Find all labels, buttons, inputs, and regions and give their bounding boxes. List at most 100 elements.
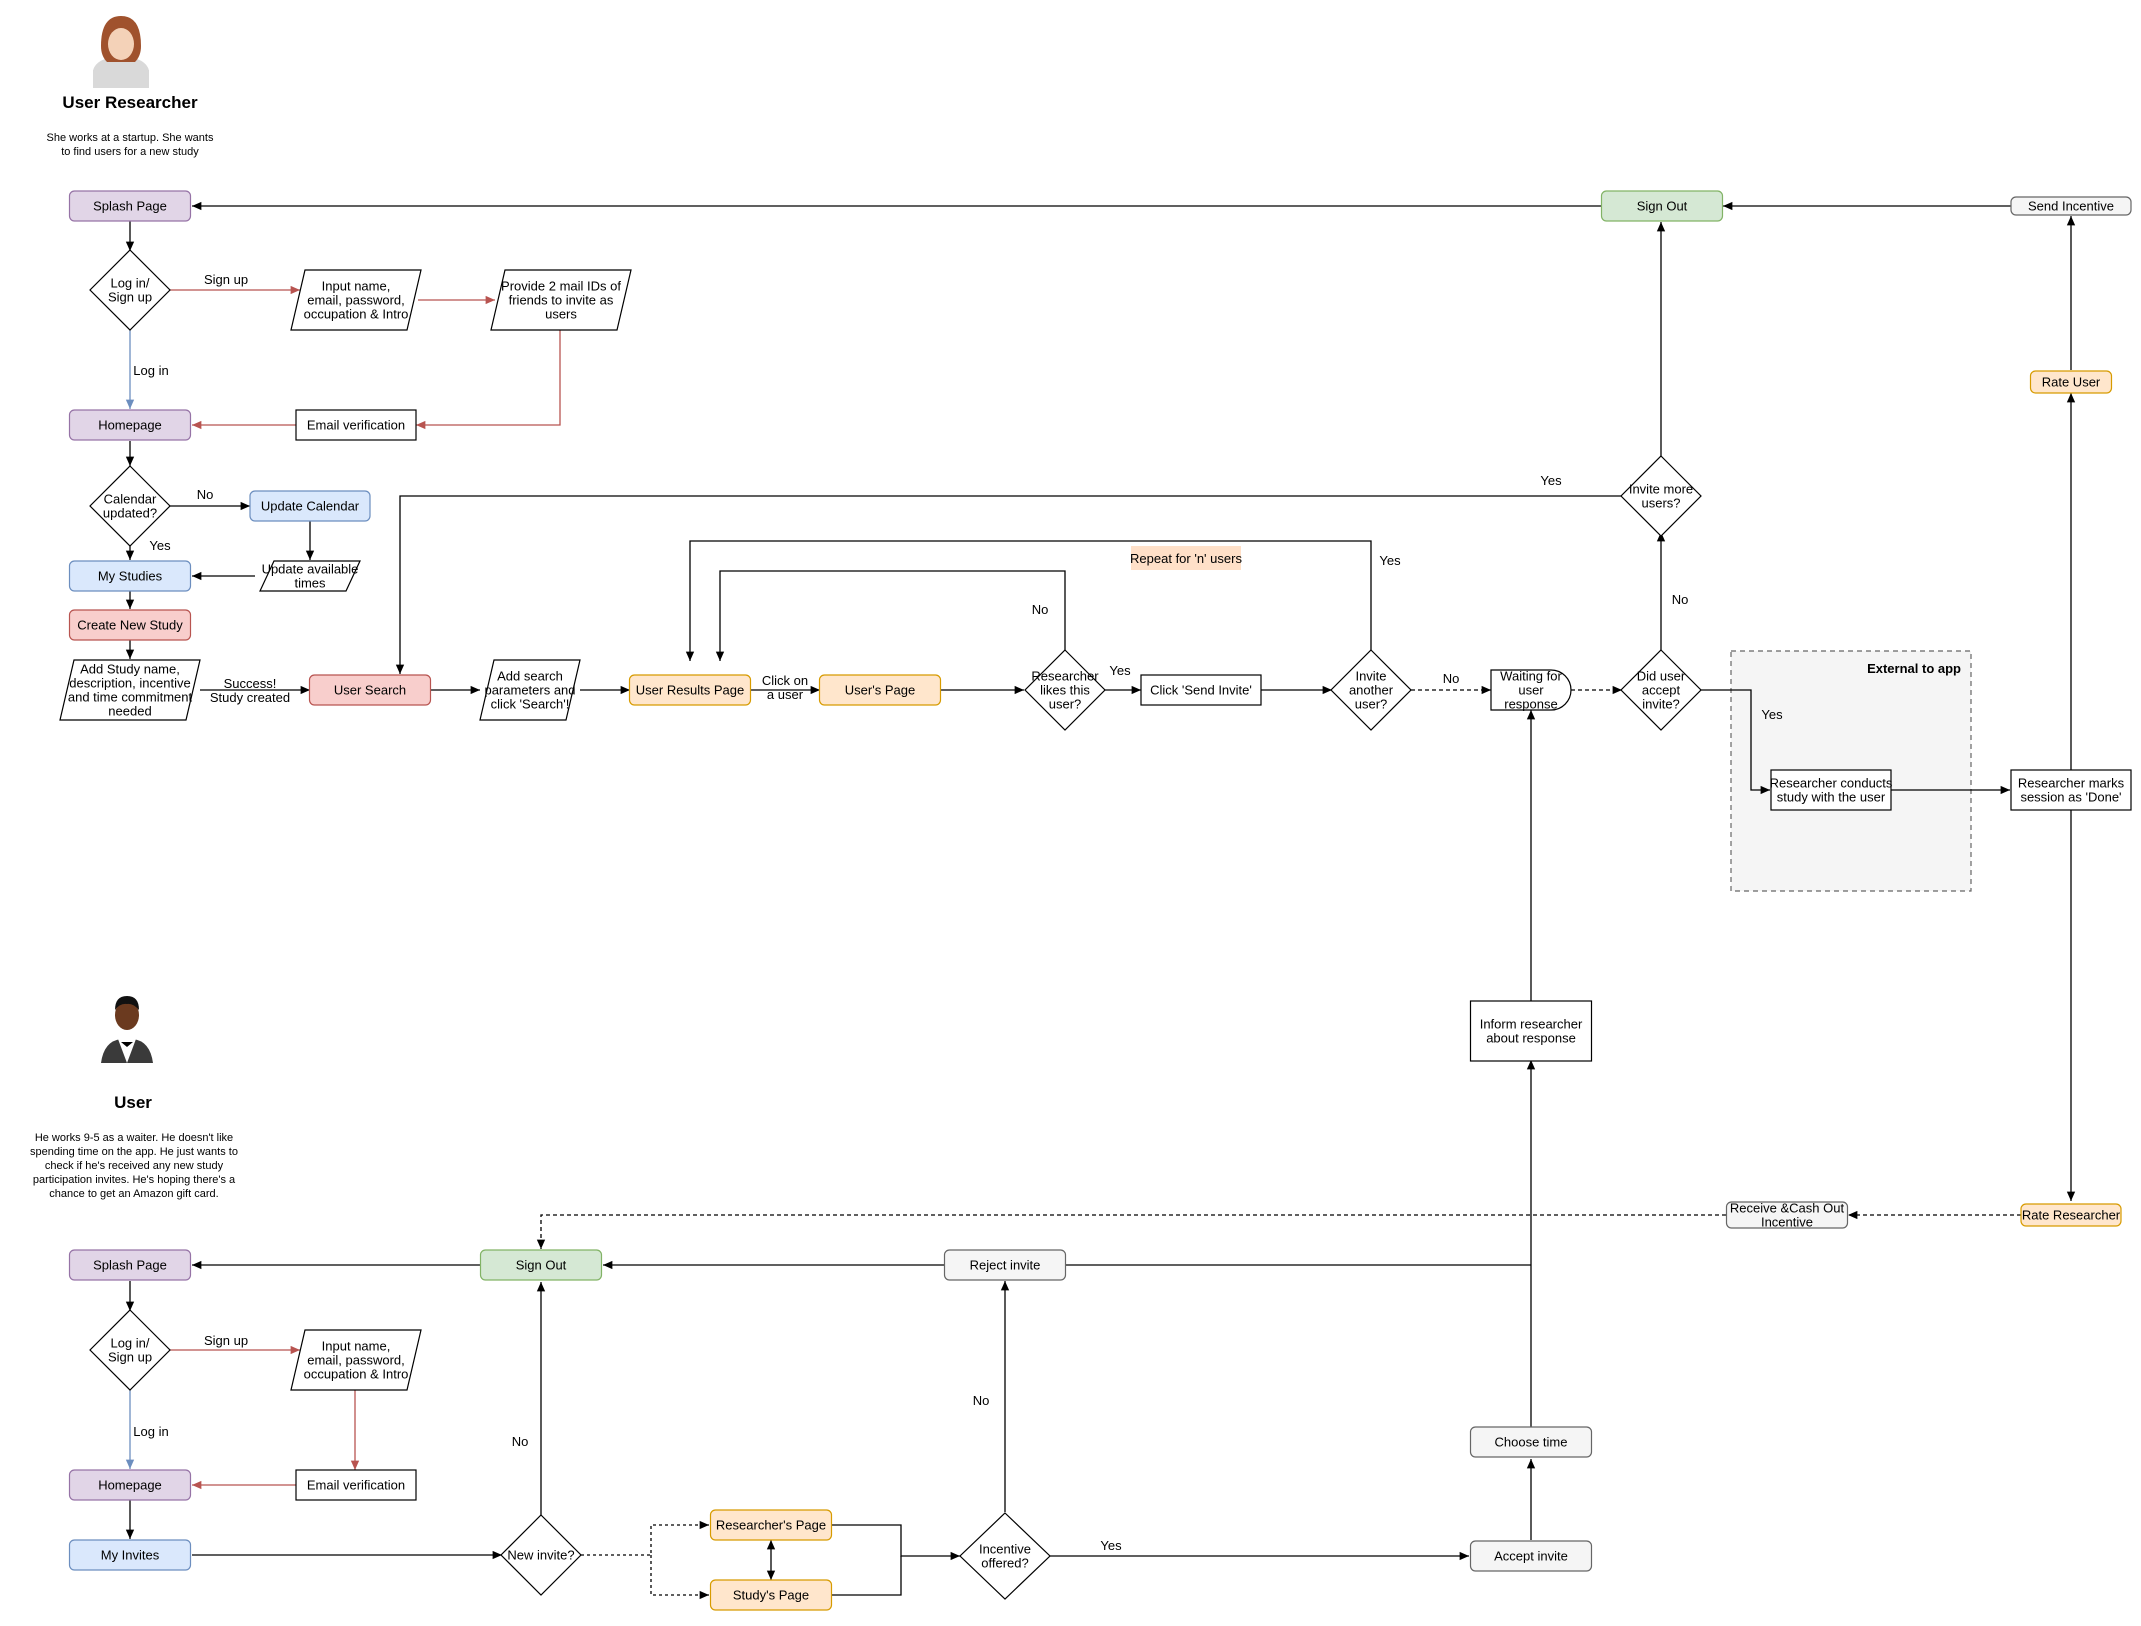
update-times-node-label: times <box>294 576 326 591</box>
label-r-click-2: a user <box>767 687 804 702</box>
add-study-node-label: and time commitment <box>68 690 193 705</box>
u-email-verification-node: Email verification <box>295 1469 417 1501</box>
label-r-more-yes: Yes <box>1540 473 1562 488</box>
accept-decision-shape <box>1620 649 1702 731</box>
edge-another-yes <box>685 540 1372 661</box>
studys-page-node-label: Study's Page <box>733 1588 809 1603</box>
u-login-decision-shape <box>89 1309 171 1391</box>
u-input-details-node-shape <box>290 1329 422 1391</box>
waiting-node-label: response <box>1504 697 1557 712</box>
label-r-another-no: No <box>1443 671 1460 686</box>
likes-decision-shape <box>1024 649 1106 731</box>
label-r-success-1: Success! <box>224 676 277 691</box>
label-r-cal-no: No <box>197 487 214 502</box>
provide-mail-ids-node-shape <box>490 269 632 331</box>
researchers-page-node: Researcher's Page <box>709 1509 833 1541</box>
label-r-click-1: Click on <box>762 673 808 688</box>
conducts-study-node-label: study with the user <box>1777 790 1886 805</box>
my-studies-node-shape <box>68 560 192 592</box>
repeat-note: Repeat for 'n' users <box>1130 546 1242 570</box>
input-details-node-label: Input name, <box>322 279 391 294</box>
u-splash-page-node-shape <box>68 1249 192 1281</box>
studys-page-node: Study's Page <box>709 1579 833 1611</box>
accept-decision-label: accept <box>1642 683 1681 698</box>
signout-node: Sign Out <box>1600 190 1724 222</box>
update-times-node-shape <box>259 560 361 592</box>
update-times-node-label: Update available <box>262 562 359 577</box>
homepage-node-label: Homepage <box>98 418 162 433</box>
my-studies-node: My Studies <box>68 560 192 592</box>
label-r-likes-no: No <box>1032 602 1049 617</box>
incentive-decision-label: Incentive <box>979 1542 1031 1557</box>
calendar-decision-label: updated? <box>103 506 157 521</box>
researcher-title: User Researcher <box>62 93 198 112</box>
u-login-decision-label: Sign up <box>108 1350 152 1365</box>
user-avatar-icon <box>101 996 153 1063</box>
inform-researcher-node-label: Inform researcher <box>1480 1017 1583 1032</box>
users-page-node: User's Page <box>818 674 942 706</box>
incentive-decision-shape <box>959 1512 1051 1600</box>
accept-invite-node-label: Accept invite <box>1494 1549 1568 1564</box>
u-homepage-node: Homepage <box>68 1469 192 1501</box>
email-verification-node: Email verification <box>295 409 417 441</box>
u-email-verification-node-shape <box>295 1469 417 1501</box>
new-invite-decision-shape <box>500 1514 582 1596</box>
send-invite-node-label: Click 'Send Invite' <box>1150 683 1252 698</box>
send-incentive-node-label: Send Incentive <box>2028 199 2114 214</box>
label-u-new-no: No <box>512 1434 529 1449</box>
my-invites-node-label: My Invites <box>101 1548 160 1563</box>
user-desc-line-4: participation invites. He's hoping there… <box>33 1174 236 1186</box>
conducts-study-node-shape <box>1770 769 1892 811</box>
u-signout-node-label: Sign Out <box>516 1258 567 1273</box>
edge-provide-to-email <box>416 330 561 430</box>
login-decision: Log in/Sign up <box>89 249 171 331</box>
search-params-node-label: Add search <box>497 669 563 684</box>
u-input-details-node-label: Input name, <box>322 1339 391 1354</box>
email-verification-node-shape <box>295 409 417 441</box>
likes-decision-label: user? <box>1049 697 1082 712</box>
add-study-node-label: Add Study name, <box>80 662 180 677</box>
input-details-node-label: email, password, <box>307 293 405 308</box>
u-splash-page-node: Splash Page <box>68 1249 192 1281</box>
waiting-node-shape <box>1490 669 1572 711</box>
researchers-page-node-shape <box>709 1509 833 1541</box>
accept-decision-label: invite? <box>1642 697 1680 712</box>
rate-researcher-node-label: Rate Researcher <box>2022 1208 2121 1223</box>
label-u-login: Log in <box>133 1424 168 1439</box>
u-signout-node: Sign Out <box>479 1249 603 1281</box>
search-params-node-label: parameters and <box>484 683 575 698</box>
search-params-node-label: click 'Search'! <box>491 697 570 712</box>
marks-done-node-label: session as 'Done' <box>2020 790 2121 805</box>
label-u-inc-yes: Yes <box>1100 1538 1122 1553</box>
accept-decision-label: Did user <box>1637 669 1686 684</box>
studys-page-node-shape <box>709 1579 833 1611</box>
user-results-node-shape <box>628 674 752 706</box>
waiting-node-label: user <box>1518 683 1544 698</box>
splash-page-node-shape <box>68 190 192 222</box>
input-details-node-shape <box>290 269 422 331</box>
rate-user-node-label: Rate User <box>2042 375 2101 390</box>
splash-page-node-label: Splash Page <box>93 199 167 214</box>
provide-mail-ids-node-label: friends to invite as <box>509 293 614 308</box>
waiting-node-label: Waiting for <box>1500 669 1562 684</box>
invite-more-decision-label: users? <box>1641 496 1680 511</box>
repeat-note-text: Repeat for 'n' users <box>1130 551 1242 566</box>
send-invite-node-shape <box>1140 674 1262 706</box>
another-decision-label: another <box>1349 683 1394 698</box>
invite-more-decision-label: Invite more <box>1629 482 1693 497</box>
u-signout-node-shape <box>479 1249 603 1281</box>
cash-out-node-label: Incentive <box>1761 1215 1813 1230</box>
label-r-likes-yes: Yes <box>1109 663 1131 678</box>
create-study-node-label: Create New Study <box>77 618 183 633</box>
send-invite-node: Click 'Send Invite' <box>1140 674 1262 706</box>
signout-node-label: Sign Out <box>1637 199 1688 214</box>
search-params-node-shape <box>479 659 581 721</box>
label-r-cal-yes: Yes <box>149 538 171 553</box>
input-details-node-label: occupation & Intro <box>304 307 409 322</box>
marks-done-node-shape <box>2010 769 2132 811</box>
